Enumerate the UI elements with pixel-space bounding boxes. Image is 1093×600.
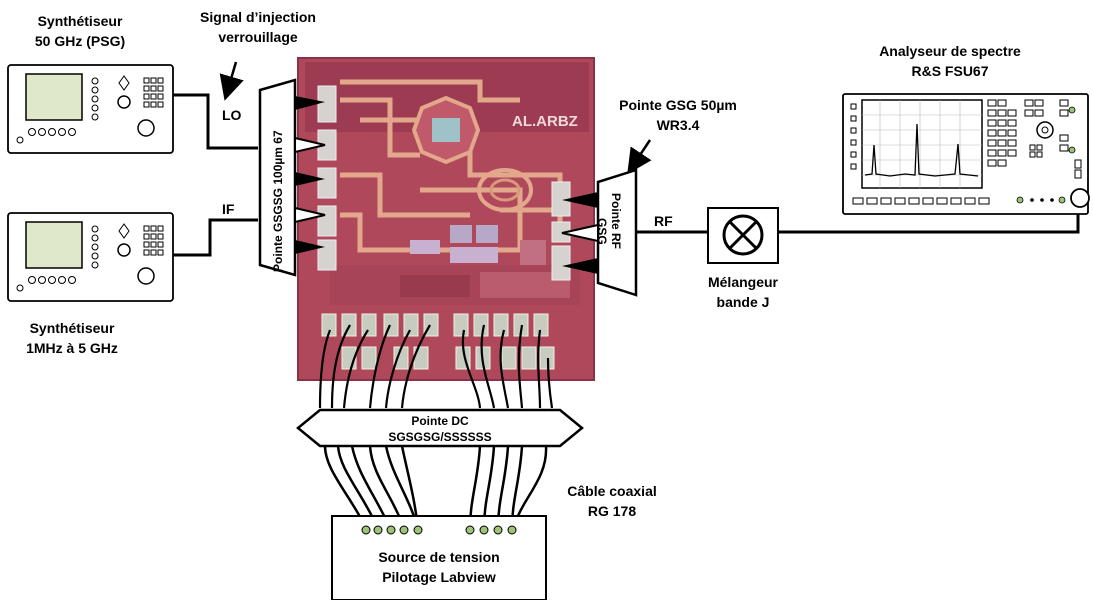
synth2-title-2: 1MHz à 5 GHz [26,340,118,356]
source-title-2: Pilotage Labview [382,569,496,585]
mixer-title-1: Mélangeur [708,274,779,290]
synthesizer-50ghz [8,65,173,153]
chip-die: AL.ARBZ [298,58,594,380]
cable-title-2: RG 178 [588,503,636,519]
synth2-title-1: Synthétiseur [30,320,115,336]
dc-probe-title-2: SGSGSG/SSSSSS [388,430,491,444]
probe-rf-label-1: Pointe RF [609,193,623,249]
mixer-j-band [708,208,778,263]
gsg-probe-title-2: WR3.4 [657,117,700,133]
source-title-1: Source de tension [378,549,499,565]
gsg-arrow [630,140,650,170]
if-label: IF [222,201,235,217]
dc-probe-title-1: Pointe DC [411,414,469,428]
gsg-probe-title-1: Pointe GSG 50µm [619,97,737,113]
synth1-title-1: Synthétiseur [38,13,123,29]
rf-label: RF [654,213,673,229]
probe-gsgsg-label: Pointe GSGSG 100µm 67 [271,130,285,272]
lo-if-cables [173,95,258,255]
injection-arrow [226,62,236,96]
mixer-title-2: bande J [717,294,770,310]
synth1-title-2: 50 GHz (PSG) [35,33,125,49]
lo-label: LO [222,107,242,123]
analyzer-title-1: Analyseur de spectre [879,43,1021,59]
analyzer-title-2: R&S FSU67 [911,63,988,79]
spectrum-analyzer [843,94,1089,214]
cable-title-1: Câble coaxial [567,483,657,499]
signal-injection-1: Signal d’injection [200,9,316,25]
synthesizer-5ghz [8,213,173,301]
signal-injection-2: verrouillage [218,29,298,45]
chip-label: AL.ARBZ [512,113,578,130]
